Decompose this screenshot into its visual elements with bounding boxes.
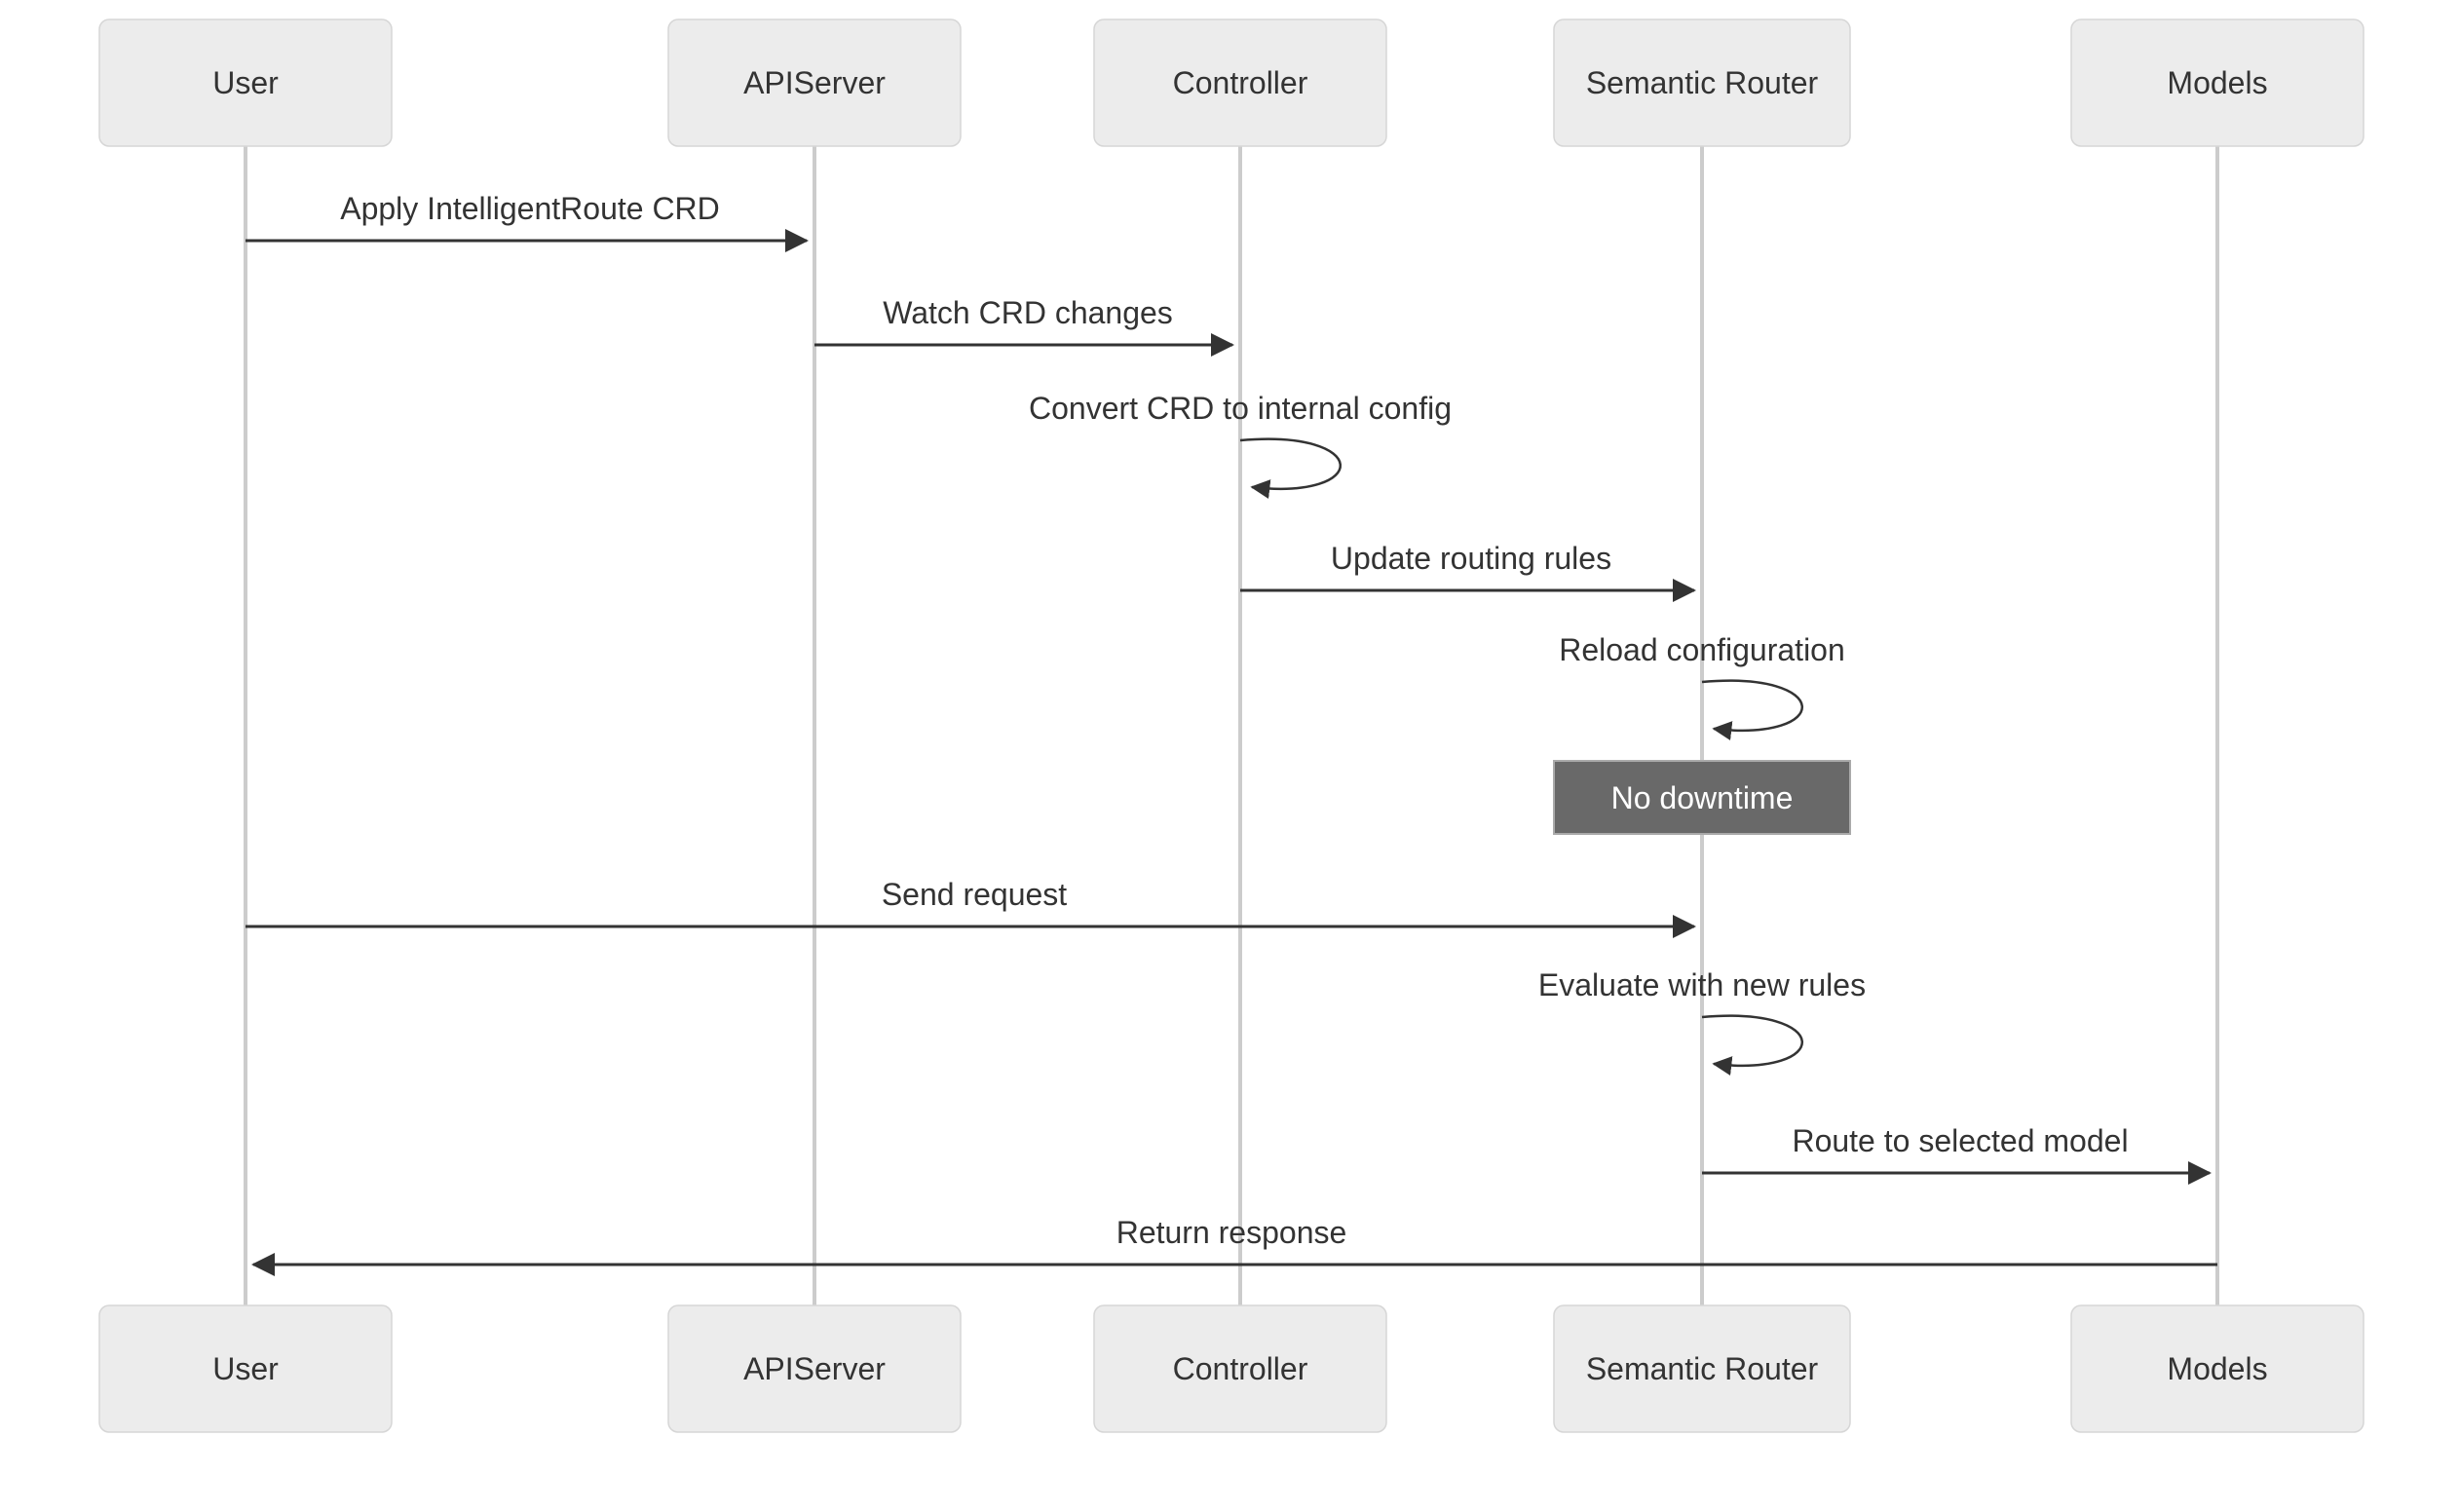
actor-top-semantic-router-label: Semantic Router [1586, 65, 1819, 100]
actor-bottom-models: Models [2070, 1304, 2364, 1433]
message-evaluate-with-new-rules-label: Evaluate with new rules [1538, 967, 1866, 1002]
actor-top-controller: Controller [1093, 19, 1387, 147]
actor-top-apiserver-box [667, 19, 962, 147]
message-evaluate-with-new-rules-loop [1701, 1014, 1803, 1076]
note-no-downtime-label: No downtime [1611, 780, 1794, 815]
actor-bottom-controller-label: Controller [1173, 1351, 1308, 1386]
message-return-response: Return response [251, 1215, 2217, 1276]
message-watch-crd-changes: Watch CRD changes [814, 295, 1234, 357]
lifelines [244, 146, 2219, 1305]
actor-bottom-semantic-router-label: Semantic Router [1586, 1351, 1819, 1386]
actor-bottom-apiserver: APIServer [667, 1304, 962, 1433]
actor-top-user-box [98, 19, 393, 147]
actor-top-controller-box [1093, 19, 1387, 147]
message-return-response-label: Return response [1116, 1215, 1347, 1250]
message-convert-crd-to-internal-config-label: Convert CRD to internal config [1029, 391, 1452, 426]
actor-bottom-user-box [98, 1304, 393, 1433]
actors-top: User APIServer Controller Semantic Route… [98, 19, 2364, 147]
actor-bottom-controller-box [1093, 1304, 1387, 1433]
actor-bottom-controller: Controller [1093, 1304, 1387, 1433]
message-reload-configuration-label: Reload configuration [1559, 632, 1845, 667]
actor-bottom-apiserver-box [667, 1304, 962, 1433]
actor-top-models: Models [2070, 19, 2364, 147]
message-update-routing-rules-label: Update routing rules [1331, 541, 1611, 576]
message-route-to-selected-model: Route to selected model [1702, 1123, 2212, 1185]
actor-top-controller-label: Controller [1173, 65, 1308, 100]
note-no-downtime: No downtime [1553, 760, 1851, 835]
actor-bottom-models-label: Models [2167, 1351, 2267, 1386]
actor-top-apiserver: APIServer [667, 19, 962, 147]
actor-top-models-label: Models [2167, 65, 2267, 100]
actor-top-models-box [2070, 19, 2364, 147]
message-apply-intelligentroute-crd: Apply IntelligentRoute CRD [246, 191, 809, 252]
note-no-downtime-box [1553, 760, 1851, 835]
actors-bottom: User APIServer Controller Semantic Route… [98, 1304, 2364, 1433]
actor-top-user-label: User [212, 65, 279, 100]
actor-bottom-models-box [2070, 1304, 2364, 1433]
message-convert-crd-to-internal-config: Convert CRD to internal config [1029, 391, 1452, 499]
message-send-request-label: Send request [882, 877, 1067, 912]
message-watch-crd-changes-label: Watch CRD changes [883, 295, 1173, 330]
actor-top-user: User [98, 19, 393, 147]
message-apply-intelligentroute-crd-label: Apply IntelligentRoute CRD [340, 191, 720, 226]
actor-top-semantic-router-box [1553, 19, 1851, 147]
actor-bottom-apiserver-label: APIServer [743, 1351, 886, 1386]
message-route-to-selected-model-label: Route to selected model [1792, 1123, 2128, 1158]
actor-top-apiserver-label: APIServer [743, 65, 886, 100]
actor-bottom-semantic-router-box [1553, 1304, 1851, 1433]
message-update-routing-rules: Update routing rules [1240, 541, 1696, 602]
message-convert-crd-to-internal-config-loop [1239, 437, 1342, 499]
message-reload-configuration: Reload configuration [1559, 632, 1845, 740]
actor-top-semantic-router: Semantic Router [1553, 19, 1851, 147]
actor-bottom-user: User [98, 1304, 393, 1433]
message-evaluate-with-new-rules: Evaluate with new rules [1538, 967, 1866, 1076]
message-reload-configuration-loop [1701, 679, 1803, 740]
actor-bottom-user-label: User [212, 1351, 279, 1386]
message-send-request: Send request [246, 877, 1696, 938]
actor-bottom-semantic-router: Semantic Router [1553, 1304, 1851, 1433]
